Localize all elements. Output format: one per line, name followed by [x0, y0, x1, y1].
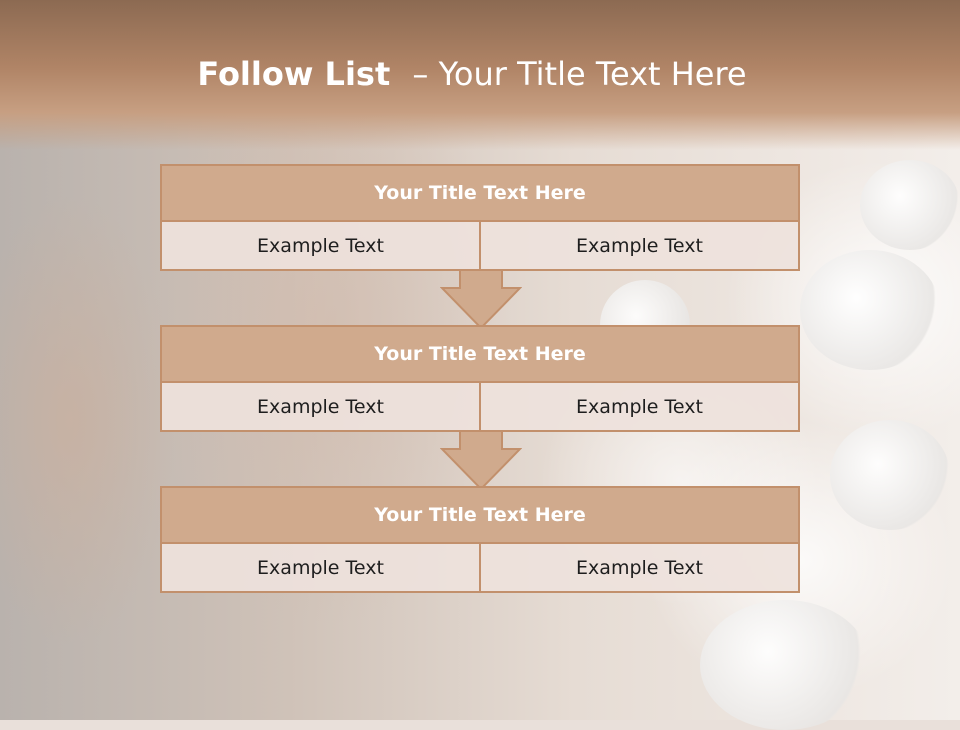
block-cell-left: Example Text [162, 383, 479, 430]
block-title: Your Title Text Here [162, 488, 798, 544]
block-cell-right: Example Text [479, 544, 798, 591]
list-block-2: Your Title Text Here Example Text Exampl… [160, 325, 800, 432]
flower-decoration [800, 250, 940, 370]
flower-decoration [860, 160, 960, 250]
block-row: Example Text Example Text [162, 222, 798, 269]
block-cell-right: Example Text [479, 222, 798, 269]
block-cell-left: Example Text [162, 222, 479, 269]
down-arrow-icon [440, 431, 522, 491]
block-title: Your Title Text Here [162, 327, 798, 383]
slide-title: Follow List – Your Title Text Here [0, 55, 944, 93]
block-row: Example Text Example Text [162, 544, 798, 591]
flower-decoration [830, 420, 950, 530]
slide-title-bold: Follow List [197, 55, 391, 93]
list-block-3: Your Title Text Here Example Text Exampl… [160, 486, 800, 593]
flower-decoration [700, 600, 870, 730]
block-title: Your Title Text Here [162, 166, 798, 222]
block-cell-left: Example Text [162, 544, 479, 591]
title-bar [0, 0, 960, 150]
slide-title-rest: – Your Title Text Here [412, 55, 747, 93]
list-block-1: Your Title Text Here Example Text Exampl… [160, 164, 800, 271]
down-arrow-icon [440, 270, 522, 330]
block-cell-right: Example Text [479, 383, 798, 430]
block-row: Example Text Example Text [162, 383, 798, 430]
